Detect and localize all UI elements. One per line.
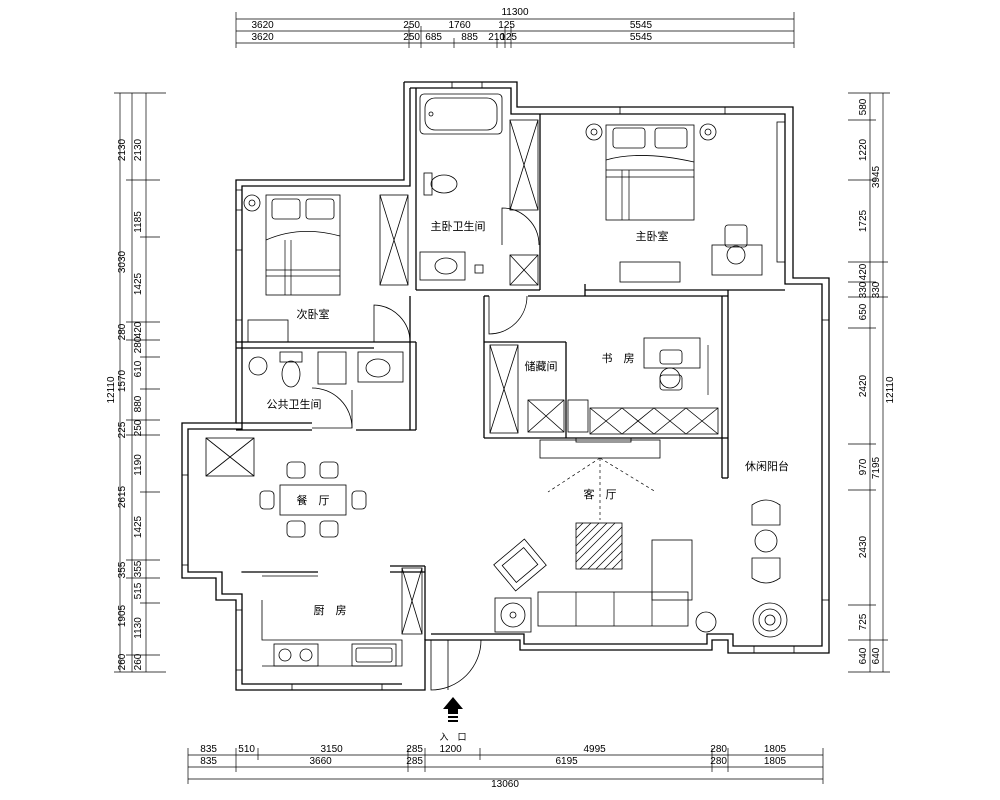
entrance-label: 入 口 xyxy=(439,732,466,743)
svg-text:610: 610 xyxy=(133,360,144,377)
svg-text:1190: 1190 xyxy=(133,454,144,476)
svg-text:2130: 2130 xyxy=(133,138,144,161)
svg-text:7195: 7195 xyxy=(871,456,882,479)
svg-text:640: 640 xyxy=(871,647,882,664)
master-bedroom-furniture xyxy=(585,123,763,283)
svg-text:355: 355 xyxy=(117,561,128,578)
svg-text:280: 280 xyxy=(133,336,144,353)
public-bath-fixtures xyxy=(248,351,404,388)
room-label-leisure-balcony: 休闲阳台 xyxy=(745,459,789,473)
room-label-living-room: 客 厅 xyxy=(584,487,617,501)
study-furniture xyxy=(489,337,719,435)
svg-text:580: 580 xyxy=(858,98,869,115)
top-dimension-lines xyxy=(235,12,795,48)
svg-text:3945: 3945 xyxy=(871,165,882,188)
entrance-arrow-icon xyxy=(443,697,463,722)
room-label-master-bedroom: 主卧室 xyxy=(636,229,669,243)
top-dim-row2: 3620 250 685 885 210 125 5545 xyxy=(251,32,652,43)
balcony-furniture xyxy=(751,499,788,638)
svg-text:2420: 2420 xyxy=(858,374,869,397)
svg-text:1185: 1185 xyxy=(133,211,144,233)
svg-text:2130: 2130 xyxy=(117,138,128,161)
svg-text:1220: 1220 xyxy=(858,138,869,161)
right-dim-inner: 580 1220 1725 420 330 650 2420 970 2430 … xyxy=(858,98,869,664)
room-label-master-bathroom: 主卧卫生间 xyxy=(431,219,486,233)
windows xyxy=(181,81,830,691)
bottom-dim-total: 13060 xyxy=(491,779,519,790)
svg-text:650: 650 xyxy=(858,303,869,320)
svg-text:515: 515 xyxy=(133,582,144,599)
svg-text:970: 970 xyxy=(858,458,869,475)
svg-text:2615: 2615 xyxy=(117,485,128,508)
svg-text:3030: 3030 xyxy=(117,250,128,273)
svg-text:1725: 1725 xyxy=(858,209,869,232)
svg-text:1425: 1425 xyxy=(133,515,144,538)
svg-text:1130: 1130 xyxy=(133,617,144,639)
svg-text:260: 260 xyxy=(117,653,128,670)
room-label-dining-room: 餐 厅 xyxy=(297,493,330,507)
right-dim-outer: 3945 330 7195 640 12110 xyxy=(871,165,896,664)
svg-text:260: 260 xyxy=(133,653,144,670)
svg-text:250: 250 xyxy=(133,419,144,436)
svg-text:330: 330 xyxy=(858,281,869,298)
left-dim-inner: 2130 1185 1425 420 280 610 880 250 1190 … xyxy=(133,138,144,670)
svg-text:12110: 12110 xyxy=(885,376,896,404)
kitchen-fixtures xyxy=(261,567,423,667)
coffee-table-hatch xyxy=(575,522,623,570)
left-dimension-lines xyxy=(114,92,166,673)
svg-text:1570: 1570 xyxy=(117,369,128,392)
svg-text:225: 225 xyxy=(117,421,128,438)
svg-text:12110: 12110 xyxy=(106,376,117,404)
bottom-dim-row1: 835 510 3150 285 1200 4995 280 1805 xyxy=(200,744,786,755)
svg-text:420: 420 xyxy=(858,263,869,280)
top-dim-total: 11300 xyxy=(501,7,529,18)
living-room-furniture xyxy=(493,437,717,633)
svg-text:880: 880 xyxy=(133,395,144,412)
room-label-public-bathroom: 公共卫生间 xyxy=(267,397,322,411)
doors xyxy=(241,207,540,691)
left-dim-outer: 2130 3030 280 1570 225 2615 355 1905 260… xyxy=(106,138,128,670)
svg-text:280: 280 xyxy=(117,323,128,340)
svg-text:2430: 2430 xyxy=(858,535,869,558)
right-dimension-lines xyxy=(848,92,890,673)
bottom-dimension-lines xyxy=(187,748,824,784)
room-label-storage: 储藏间 xyxy=(525,359,558,373)
second-bedroom-furniture xyxy=(243,194,409,343)
svg-text:1425: 1425 xyxy=(133,272,144,295)
master-bath-fixtures xyxy=(419,93,539,286)
room-label-study: 书 房 xyxy=(602,352,635,365)
svg-text:725: 725 xyxy=(858,613,869,630)
exterior-walls xyxy=(181,81,830,691)
room-label-second-bedroom: 次卧室 xyxy=(297,307,330,321)
svg-text:420: 420 xyxy=(133,321,144,338)
svg-text:330: 330 xyxy=(871,281,882,298)
top-dim-row1: 3620 250 1760 125 5545 xyxy=(251,20,652,31)
svg-text:640: 640 xyxy=(858,647,869,664)
room-label-kitchen: 厨 房 xyxy=(314,604,347,617)
svg-text:355: 355 xyxy=(133,560,144,577)
bottom-dim-row2: 835 3660 285 6195 280 1805 xyxy=(200,756,786,767)
dining-furniture xyxy=(205,437,367,538)
svg-text:1905: 1905 xyxy=(117,604,128,627)
